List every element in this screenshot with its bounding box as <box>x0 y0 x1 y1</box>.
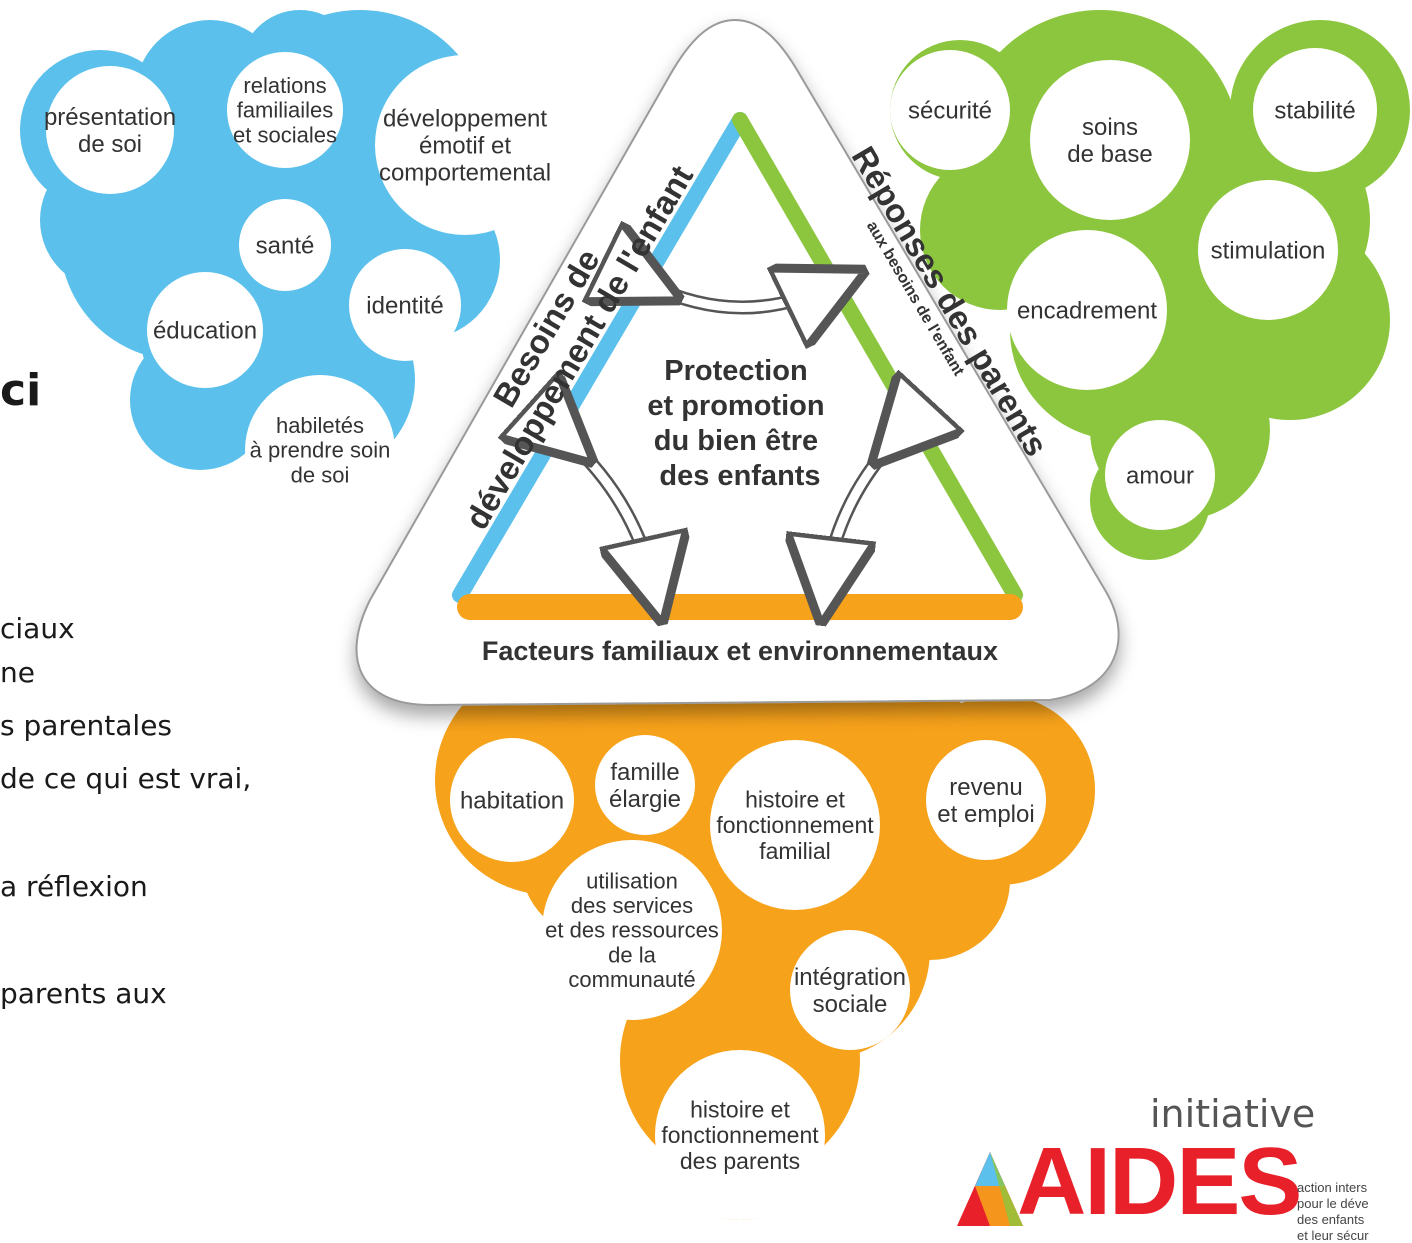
bullet-text: parents aux <box>0 977 167 1010</box>
bullet-text: de ce qui est vrai, <box>0 762 252 795</box>
bubble-securite <box>890 50 1010 170</box>
bubble-developpement <box>375 55 555 235</box>
bubble-utilisation <box>542 840 722 1020</box>
bubble-label-habitation: habitation <box>460 787 564 814</box>
bubble-soins <box>1030 60 1190 220</box>
bubble-label-stimulation: stimulation <box>1211 237 1326 264</box>
logo-tagline: des enfants <box>1297 1212 1365 1227</box>
logo-tagline: action inters <box>1297 1180 1368 1195</box>
bubble-label-education: éducation <box>153 317 257 344</box>
aides-logo: initiative AIDES action inters pour le d… <box>955 1092 1412 1243</box>
bubble-label-identite: identité <box>366 292 443 319</box>
bubble-famille <box>595 735 695 835</box>
bottom-side-label: Facteurs familiaux et environnementaux <box>482 636 998 666</box>
bubble-histoire-parents <box>655 1050 825 1220</box>
bubble-habiletes <box>245 375 395 525</box>
green-side-bar <box>732 112 1023 603</box>
logo-triangle-icon <box>957 1152 1023 1226</box>
logo-brand: AIDES <box>1017 1128 1302 1235</box>
bullet-text: s parentales <box>0 709 173 742</box>
child-needs-blob <box>40 150 180 290</box>
bubble-histoire-familial <box>710 740 880 910</box>
bubble-stimulation <box>1198 180 1338 320</box>
bubble-label-stabilite: stabilité <box>1274 97 1355 124</box>
bubble-amour <box>1105 420 1215 530</box>
logo-tagline: pour le déve <box>1297 1196 1369 1211</box>
bullet-text: ciaux <box>0 612 75 645</box>
bubble-stabilite <box>1253 48 1377 172</box>
bubble-sante <box>239 199 331 291</box>
logo-word: initiative <box>1150 1092 1316 1136</box>
bubble-integration <box>790 930 910 1050</box>
bubble-label-sante: santé <box>256 232 315 259</box>
slide-title-fragment: ci <box>0 365 42 416</box>
bubble-presentation <box>46 66 174 194</box>
bullet-text: ne <box>0 656 35 689</box>
bubble-label-securite: sécurité <box>908 97 992 124</box>
bubble-label-amour: amour <box>1126 462 1194 489</box>
bubble-revenu <box>926 740 1046 860</box>
bullet-text: a réflexion <box>0 870 148 903</box>
bubble-label-encadrement: encadrement <box>1017 297 1157 324</box>
bubble-identite <box>349 249 461 361</box>
bubble-encadrement <box>1007 230 1167 390</box>
bubble-education <box>147 272 263 388</box>
bubble-habitation <box>450 738 574 862</box>
bubble-relations <box>227 52 343 168</box>
logo-tagline: et leur sécur <box>1297 1228 1369 1243</box>
center-text: Protection et promotion du bien être des… <box>647 355 832 492</box>
